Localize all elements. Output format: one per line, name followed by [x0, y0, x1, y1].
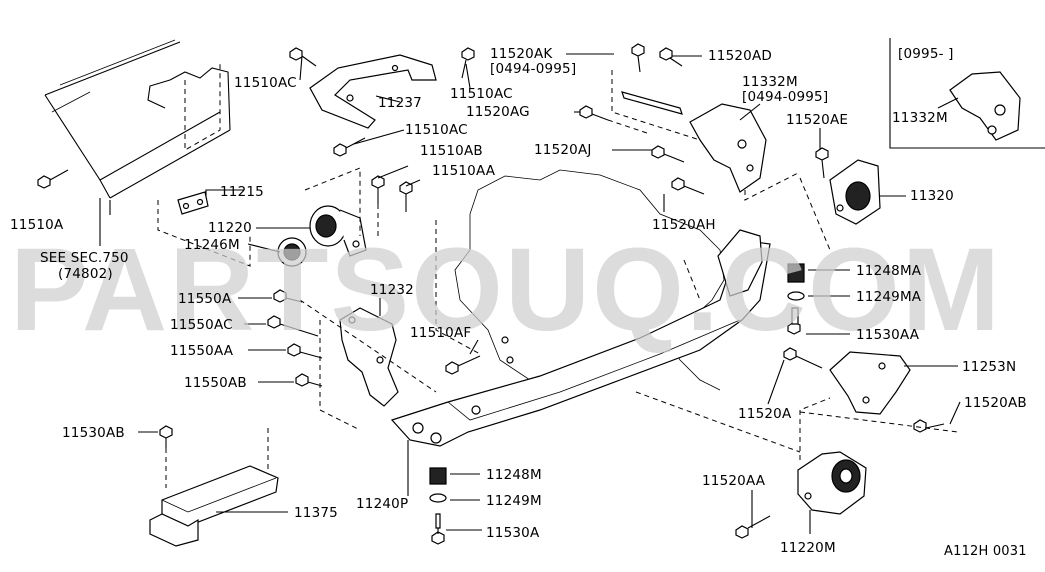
- figure-code: A112H 0031: [944, 544, 1027, 559]
- label-11510AC-top[interactable]: 11510AC: [234, 75, 297, 91]
- bushing-11248MA-drawing: [787, 263, 805, 325]
- label-11249M[interactable]: 11249M: [486, 493, 542, 509]
- label-11220[interactable]: 11220: [208, 220, 252, 236]
- label-11332M-date: [0494-0995]: [742, 89, 828, 105]
- label-11240P[interactable]: 11240P: [356, 496, 408, 512]
- label-11520AD[interactable]: 11520AD: [708, 48, 772, 64]
- label-11510AC-right[interactable]: 11510AC: [450, 86, 513, 102]
- bracket-11237-drawing: [309, 54, 437, 129]
- center-member-11240P-drawing: [390, 229, 771, 447]
- label-11520AK[interactable]: 11520AK: [490, 46, 553, 62]
- label-11248MA[interactable]: 11248MA: [856, 263, 922, 279]
- label-11520AG[interactable]: 11520AG: [466, 104, 530, 120]
- label-11550AB[interactable]: 11550AB: [184, 375, 247, 391]
- watermark-text: PARTSOUQ.COM: [10, 224, 1002, 356]
- label-11520A[interactable]: 11520A: [738, 406, 792, 422]
- inset-variant-box: [889, 38, 1045, 149]
- label-11510AC-middle[interactable]: 11510AC: [405, 122, 468, 138]
- label-11520AB[interactable]: 11520AB: [964, 395, 1027, 411]
- label-11375[interactable]: 11375: [294, 505, 338, 521]
- mount-11220M-drawing: [797, 397, 867, 515]
- bracket-11232-drawing: [299, 299, 437, 431]
- label-11550AA[interactable]: 11550AA: [170, 343, 234, 359]
- label-11320[interactable]: 11320: [910, 188, 954, 204]
- label-11246M[interactable]: 11246M: [184, 237, 240, 253]
- label-11510AB[interactable]: 11510AB: [420, 143, 483, 159]
- label-11215[interactable]: 11215: [220, 184, 264, 200]
- label-11520AE[interactable]: 11520AE: [786, 112, 848, 128]
- see-section-line1[interactable]: SEE SEC.750: [40, 250, 129, 266]
- inset-label-11332M[interactable]: 11332M: [892, 110, 948, 126]
- label-11520AJ[interactable]: 11520AJ: [534, 142, 592, 158]
- label-11232[interactable]: 11232: [370, 282, 414, 298]
- part-labels: 11510AC 11237 11510AC 11510AC 11510AB 11…: [10, 46, 1027, 559]
- guide-dashed-lines: [377, 177, 831, 453]
- label-11520AK-date: [0494-0995]: [490, 61, 576, 77]
- label-11520AH[interactable]: 11520AH: [652, 217, 716, 233]
- engine-outline: [454, 169, 725, 391]
- control-unit-11375-drawing: [149, 428, 279, 547]
- label-11237[interactable]: 11237: [378, 95, 422, 111]
- label-11550A[interactable]: 11550A: [178, 291, 232, 307]
- leader-lines: [138, 53, 961, 534]
- label-11530A[interactable]: 11530A: [486, 525, 540, 541]
- label-11530AB[interactable]: 11530AB: [62, 425, 125, 441]
- engine-mount-11220-drawing: [157, 167, 367, 267]
- bracket-11253N-drawing: [799, 351, 959, 433]
- see-section-line2[interactable]: (74802): [58, 266, 113, 282]
- label-11510AF[interactable]: 11510AF: [410, 325, 471, 341]
- label-11332M[interactable]: 11332M: [742, 74, 798, 90]
- label-11248M[interactable]: 11248M: [486, 467, 542, 483]
- label-11520AA[interactable]: 11520AA: [702, 473, 766, 489]
- label-11253N[interactable]: 11253N: [962, 359, 1016, 375]
- label-11249MA[interactable]: 11249MA: [856, 289, 922, 305]
- bracket-11332M-drawing: [607, 70, 801, 201]
- mount-11320-drawing: [829, 159, 881, 225]
- label-11550AC[interactable]: 11550AC: [170, 317, 233, 333]
- bushing-11248M-drawing: [429, 467, 447, 529]
- label-11530AA[interactable]: 11530AA: [856, 327, 920, 343]
- inset-date-range: [0995- ]: [898, 46, 954, 62]
- label-11510A[interactable]: 11510A: [10, 217, 64, 233]
- label-11220M[interactable]: 11220M: [780, 540, 836, 556]
- label-11510AA[interactable]: 11510AA: [432, 163, 496, 179]
- body-panel-outline: [44, 39, 231, 246]
